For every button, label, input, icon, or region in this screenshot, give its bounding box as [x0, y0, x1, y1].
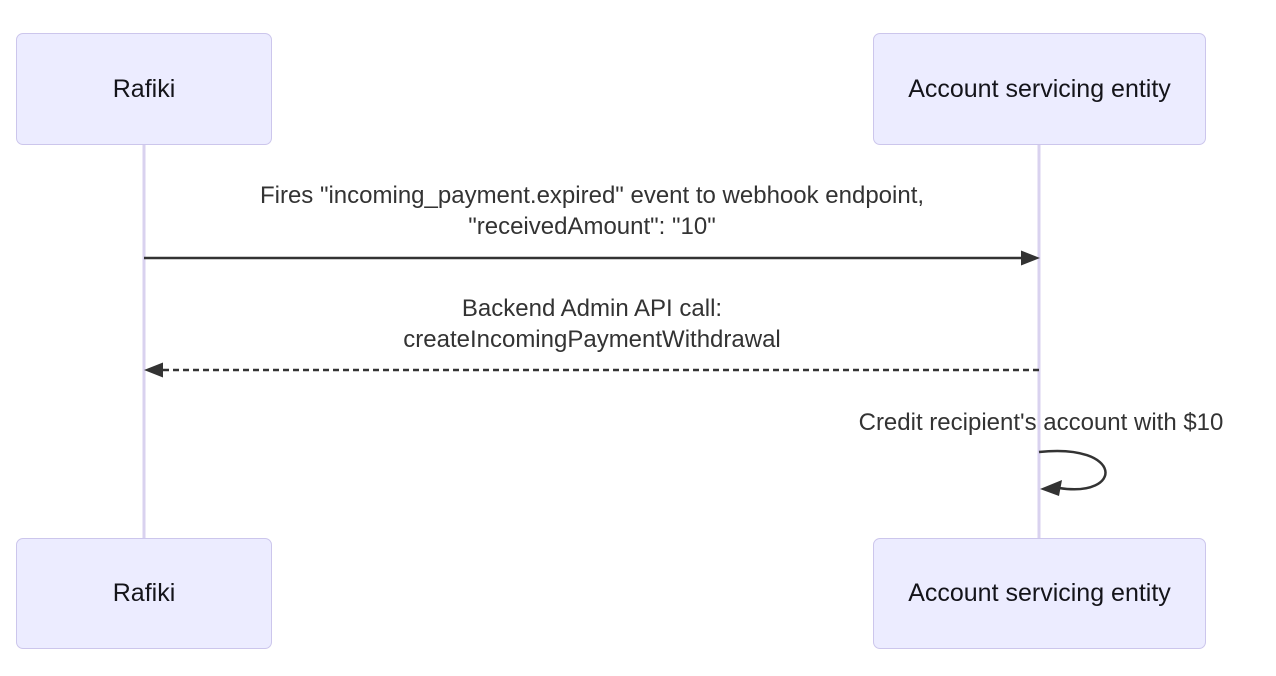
message2-label-line2: createIncomingPaymentWithdrawal [403, 326, 781, 353]
actor-label-account-servicing-entity-top: Account servicing entity [908, 74, 1171, 103]
message2-label-line1: Backend Admin API call: [461, 295, 723, 322]
actor-label-account-servicing-entity-bottom: Account servicing entity [908, 579, 1171, 607]
message3-self-loop-line [1038, 449, 1107, 491]
message3-label-line1: Credit recipient's account with $10 [858, 409, 1224, 436]
message1-label-line2: "receivedAmount": "10" [468, 213, 716, 240]
actor-box-account-servicing-entity-bottom: Account servicing entity [873, 538, 1206, 649]
message3-label: Credit recipient's account with $10 [811, 407, 1271, 438]
actor-box-rafiki-top: Rafiki [16, 33, 272, 145]
message2-label: Backend Admin API call: createIncomingPa… [192, 293, 992, 355]
message1-label: Fires "incoming_payment.expired" event t… [192, 180, 992, 242]
actor-box-rafiki-bottom: Rafiki [16, 538, 272, 649]
message2-arrowhead-icon [144, 362, 163, 378]
message1-label-line1: Fires "incoming_payment.expired" event t… [259, 182, 925, 209]
message3-arrowhead-icon [1040, 480, 1062, 496]
actor-label-rafiki-bottom: Rafiki [112, 579, 176, 607]
actor-label-rafiki-top: Rafiki [112, 74, 176, 103]
message1-arrowhead-icon [1021, 250, 1040, 266]
actor-box-account-servicing-entity-top: Account servicing entity [873, 33, 1206, 145]
